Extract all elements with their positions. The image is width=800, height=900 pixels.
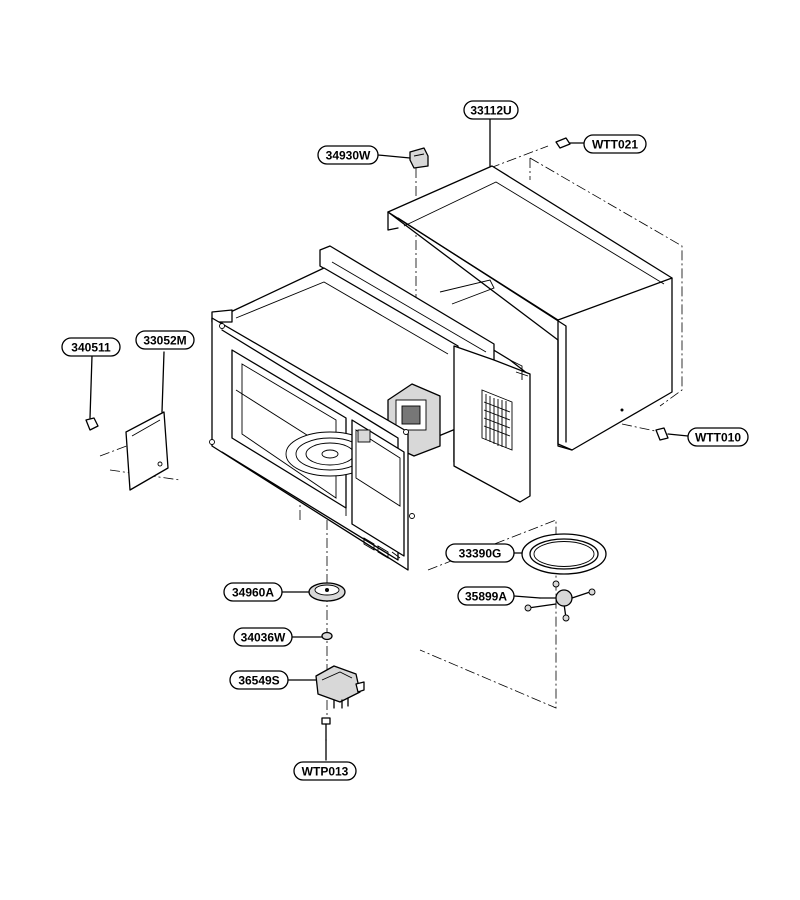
part-WTP013-screw xyxy=(321,717,331,741)
label-34960A: 34960A xyxy=(223,582,283,602)
part-34036W-washer xyxy=(321,631,333,641)
svg-text:WTT010: WTT010 xyxy=(695,431,741,445)
leader-lines xyxy=(281,117,541,761)
svg-text:33390G: 33390G xyxy=(459,547,502,561)
label-WTT021: WTT021 xyxy=(583,134,647,154)
svg-text:34036W: 34036W xyxy=(241,631,286,645)
label-33390G: 33390G xyxy=(445,543,515,563)
svg-text:340511: 340511 xyxy=(71,341,111,355)
part-33390G-glass-tray xyxy=(521,533,607,575)
label-35899A: 35899A xyxy=(457,586,515,606)
svg-text:33052M: 33052M xyxy=(143,334,186,348)
label-34930W: 34930W xyxy=(317,145,379,165)
inner-chassis xyxy=(209,245,531,571)
part-36549S-motor xyxy=(315,665,365,709)
part-WTT021-screw xyxy=(555,137,585,149)
label-WTP013: WTP013 xyxy=(293,761,357,781)
svg-text:33112U: 33112U xyxy=(470,104,511,118)
part-33052M-plate xyxy=(125,351,169,491)
part-34930W-bracket xyxy=(409,147,429,169)
svg-text:34960A: 34960A xyxy=(232,586,274,600)
part-35899A-roller xyxy=(524,580,596,622)
vent-grille xyxy=(481,389,513,451)
part-WTT010-screw xyxy=(655,427,689,441)
svg-text:WTT021: WTT021 xyxy=(592,138,638,152)
svg-text:WTP013: WTP013 xyxy=(302,765,349,779)
svg-text:36549S: 36549S xyxy=(238,674,279,688)
label-WTT010: WTT010 xyxy=(687,427,749,447)
label-340511: 340511 xyxy=(61,337,121,357)
label-33112U: 33112U xyxy=(463,100,519,120)
svg-text:35899A: 35899A xyxy=(465,590,507,604)
part-340511-screw xyxy=(85,355,99,431)
svg-text:34930W: 34930W xyxy=(326,149,371,163)
outer-cabinet xyxy=(387,165,673,451)
label-33052M: 33052M xyxy=(135,330,195,350)
part-34960A-coupler xyxy=(308,582,346,602)
label-36549S: 36549S xyxy=(229,670,289,690)
label-34036W: 34036W xyxy=(233,627,293,647)
